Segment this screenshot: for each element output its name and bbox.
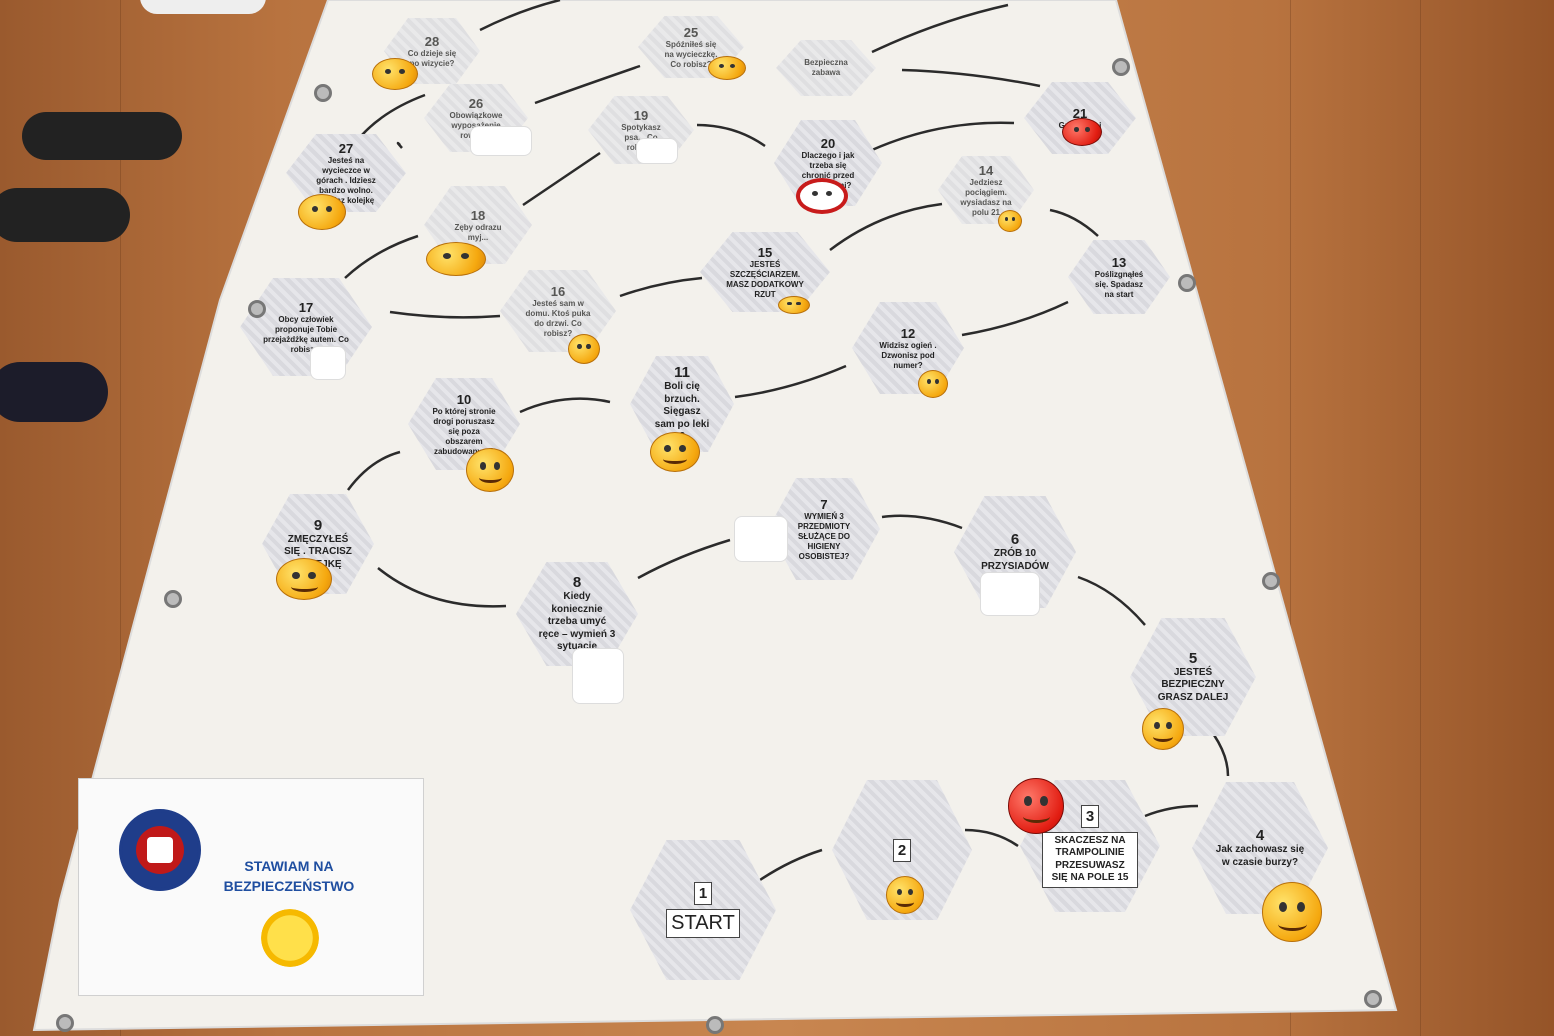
tile-text: Jesteś sam w domu. Ktoś puka do drzwi. C… (525, 298, 591, 338)
tile-15[interactable]: 15 JESTEŚ SZCZĘŚCIARZEM. MASZ DODATKOWY … (700, 232, 830, 312)
tile-number: 13 (1111, 254, 1127, 270)
tile-number: 26 (468, 95, 484, 111)
grommet (1178, 274, 1196, 292)
tile-number: 18 (470, 207, 486, 223)
tile-text: ZRÓB 10 PRZYSIADÓW (981, 548, 1049, 572)
tile-text: Poślizgnąłeś się. Spadasz na start (1094, 269, 1144, 299)
tile-number: 28 (424, 33, 440, 49)
tile-number: 4 (1255, 827, 1265, 844)
grommet (1112, 58, 1130, 76)
grommet (706, 1016, 724, 1034)
tile-number: 25 (683, 24, 699, 40)
tired-face-icon (276, 558, 332, 600)
tired-hiker-face-icon (298, 194, 346, 230)
floor-plank (120, 0, 121, 1036)
tile-number: 11 (674, 364, 690, 382)
tile-text: Obcy człowiek proponuje Tobie przejażdżk… (263, 314, 349, 354)
tile-text: Jedziesz pociągiem. wysiadasz na polu 21 (960, 177, 1012, 217)
smiley-glasses-icon (886, 876, 924, 914)
sanitary-inspection-seal-icon (119, 809, 201, 891)
tile-text: SKACZESZ NA TRAMPOLINIE PRZESUWASZ SIĘ N… (1042, 831, 1138, 888)
tile-text: Jesteś na wycieczce w górach . Idziesz b… (316, 155, 376, 205)
no-tick-sign-icon (796, 178, 848, 214)
crying-face-icon (650, 432, 700, 472)
tile-text: JESTEŚ BEZPIECZNY GRASZ DALEJ (1157, 666, 1229, 703)
lucky-face-icon (778, 296, 810, 314)
tile-number: 12 (900, 325, 916, 341)
tile-text: Spóźniłeś się na wycieczkę. Co robisz? (664, 39, 718, 69)
grommet (1262, 572, 1280, 590)
tile-number: 3 (1080, 804, 1100, 828)
tile-22[interactable]: Bezpieczna zabawa (776, 40, 876, 96)
tile-number: 19 (633, 107, 649, 123)
tile-number: 21 (1072, 105, 1088, 121)
tile-number: 1 (693, 882, 713, 905)
smiley-hat-icon (1142, 708, 1184, 750)
tile-number: 9 (313, 516, 323, 534)
grommet (1364, 990, 1382, 1008)
red-laughing-face-icon (1008, 778, 1064, 834)
tile-number: 10 (456, 391, 472, 407)
fire-face-icon (918, 370, 948, 398)
kids-bicycles-icon (470, 126, 532, 156)
tile-text: Widzisz ogień . Dzwonisz pod numer? (879, 340, 937, 370)
tile-number: 14 (978, 162, 994, 178)
tile-number: 16 (550, 283, 566, 299)
tile-text: Po której stronie drogi poruszasz się po… (432, 406, 496, 456)
tile-17[interactable]: 17 Obcy człowiek proponuje Tobie przejaż… (240, 278, 372, 376)
grommet (248, 300, 266, 318)
tile-text: WYMIEŃ 3 PRZEDMIOTY SŁUŻĄCE DO HIGIENY O… (797, 511, 851, 561)
tile-text: Kiedy koniecznie trzeba umyć ręce – wymi… (538, 591, 616, 653)
tooth-brush-icon (734, 516, 788, 562)
floor-plank (1290, 0, 1291, 1036)
dog-icon (636, 138, 678, 164)
tile-number: 27 (338, 140, 354, 156)
shoe (22, 112, 182, 160)
grommet (56, 1014, 74, 1032)
path-arrows (344, 0, 1230, 882)
cowboy-face-icon (568, 334, 600, 364)
floor-plank (1420, 0, 1421, 1036)
logo-card: STAWIAM NA BEZPIECZEŃSTWO (78, 778, 424, 996)
sleepy-face-icon (708, 56, 746, 80)
kids-exercise-icon (980, 572, 1040, 616)
shoe (140, 0, 266, 14)
worried-face-icon (1262, 882, 1322, 942)
sad-face-icon (372, 58, 418, 90)
shoe (0, 188, 130, 242)
tile-text: JESTEŚ SZCZĘŚCIARZEM. MASZ DODATKOWY RZU… (726, 259, 804, 299)
tile-number: 6 (1010, 531, 1020, 548)
tile-text: Jak zachowasz się w czasie burzy? (1215, 844, 1305, 868)
tile-number: 17 (298, 299, 314, 315)
tile-text: Zęby odrazu myj... (454, 222, 502, 242)
tile-number: 7 (820, 496, 828, 512)
grommet (314, 84, 332, 102)
brushing-teeth-face-icon (426, 242, 486, 276)
car-icon (310, 346, 346, 380)
tile-text: Bezpieczna zabawa (804, 58, 848, 77)
grommet (164, 590, 182, 608)
red-laughing-face-icon (1062, 118, 1102, 146)
board-title: STAWIAM NA BEZPIECZEŃSTWO (223, 858, 355, 894)
smiling-sun-icon (261, 909, 319, 967)
tile-number: 8 (572, 574, 582, 592)
tile-number: 20 (820, 135, 836, 151)
tile-text: START (666, 909, 740, 938)
train-face-icon (998, 210, 1022, 232)
tile-text: Co dzieje się po wizycie? (407, 48, 457, 68)
shoe (0, 362, 108, 422)
wink-face-icon (466, 448, 514, 492)
girl-washing-hands-icon (572, 648, 624, 704)
tile-number: 5 (1188, 649, 1198, 667)
tile-number: 2 (892, 838, 912, 862)
tile-number: 15 (757, 244, 773, 260)
